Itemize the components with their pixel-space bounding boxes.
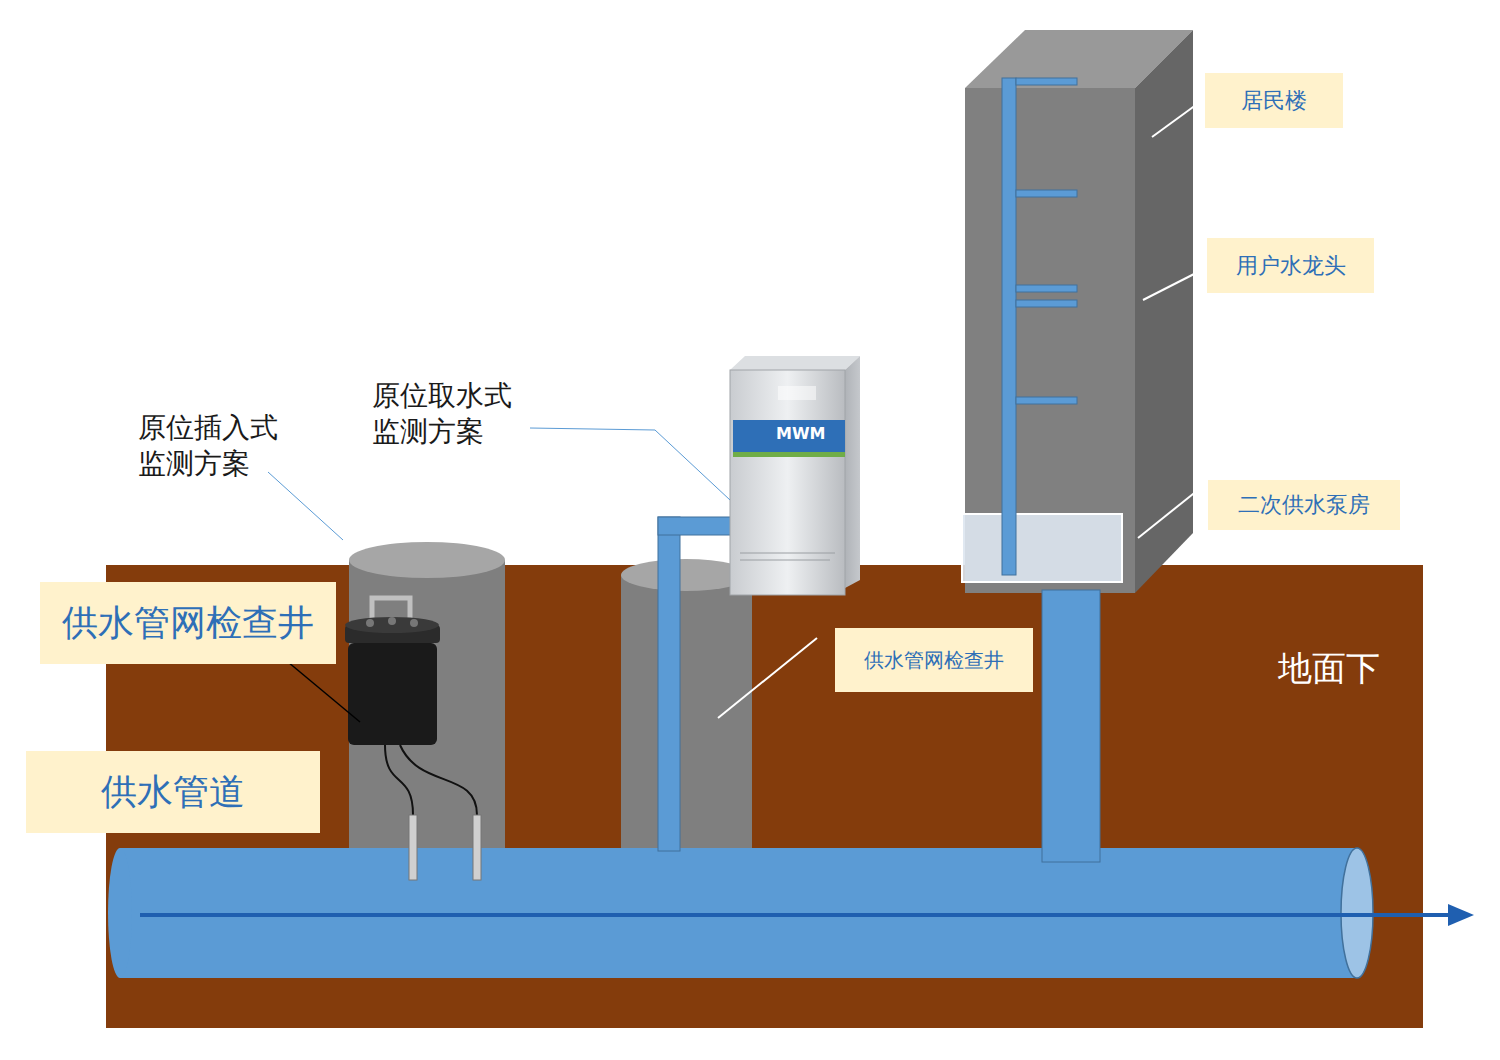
inspection-well xyxy=(349,542,505,850)
label-box: 供水管网检查井 xyxy=(835,628,1033,692)
label-box: 居民楼 xyxy=(1205,73,1343,128)
building-pipe xyxy=(1002,78,1077,575)
pump-room xyxy=(962,514,1122,582)
supply-pipe xyxy=(108,848,1474,978)
inspection-well xyxy=(621,559,752,850)
label-box: 供水管道 xyxy=(26,751,320,833)
box-text: 居民楼 xyxy=(1241,86,1307,116)
residential-building xyxy=(965,30,1193,593)
sampling-pipe xyxy=(658,517,742,851)
box-text: 供水管网检查井 xyxy=(62,599,314,648)
riser-pipe xyxy=(1042,590,1100,862)
annotation: 原位插入式 监测方案 xyxy=(138,410,289,483)
monitoring-cabinet xyxy=(730,356,860,595)
label-box: 用户水龙头 xyxy=(1207,238,1374,293)
annotation: 原位取水式 监测方案 xyxy=(372,378,523,451)
label-box: 供水管网检查井 xyxy=(40,582,336,664)
cabinet-model: MWM xyxy=(776,424,826,445)
label-box: 二次供水泵房 xyxy=(1208,480,1400,530)
box-text: 供水管网检查井 xyxy=(864,647,1004,674)
sensor-probe xyxy=(345,598,481,880)
leader-line xyxy=(268,102,1200,722)
box-text: 用户水龙头 xyxy=(1236,251,1346,281)
box-text: 供水管道 xyxy=(101,768,245,817)
box-text: 二次供水泵房 xyxy=(1238,490,1370,520)
ground-label: 地面下 xyxy=(1278,646,1380,690)
